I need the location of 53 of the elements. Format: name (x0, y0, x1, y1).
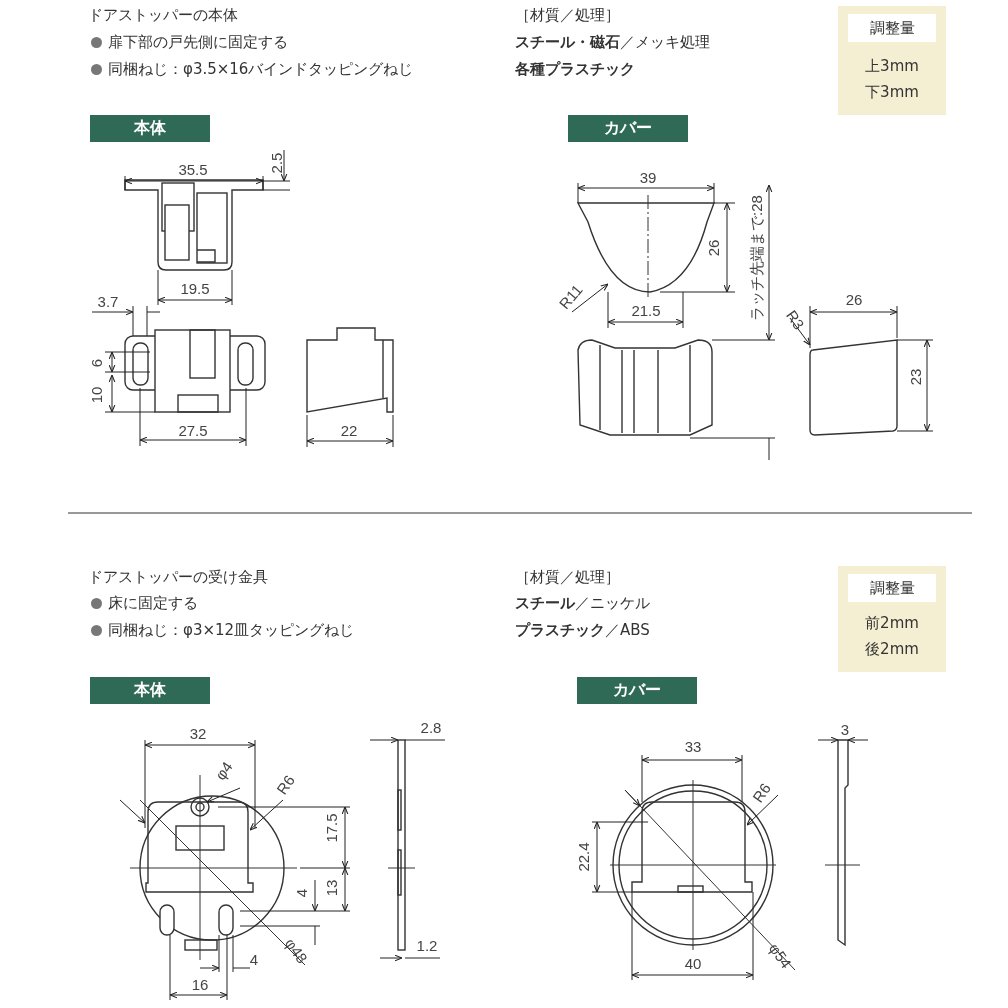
dimension-label: 32 (189, 725, 207, 743)
dimension-label: 26 (845, 291, 863, 309)
dimension-label: 35.5 (178, 161, 208, 179)
dimension-label: R3 (782, 307, 808, 333)
dimension-label: 17.5 (323, 813, 341, 843)
dimension-label: 19.5 (180, 280, 210, 298)
adjustment-panel (838, 566, 946, 672)
dimension-label: 16 (191, 976, 209, 994)
dimension-label: 3.7 (97, 293, 119, 311)
dimension-label: 13 (323, 879, 341, 897)
dimension-label: φ48 (281, 935, 311, 967)
dimension-label: R11 (555, 281, 587, 313)
dimension-label: 22 (340, 422, 358, 440)
dimension-label: 40 (684, 955, 702, 973)
section-tab: 本体 (90, 115, 210, 142)
bullet-text: 同梱ねじ：φ3.5×16バインドタッピングねじ (108, 60, 414, 78)
dimension-label: φ4 (211, 758, 237, 784)
dimension-label: 22.4 (575, 842, 593, 872)
dimension-label: 39 (639, 169, 657, 187)
dimension-label: φ54 (765, 940, 795, 972)
dimension-label: 3 (840, 721, 850, 739)
heading-text: ［材質／処理］ (515, 6, 620, 24)
adjustment-heading: 調整量 (848, 14, 936, 42)
dimension-label: R6 (749, 780, 775, 806)
dimension-label: 2.5 (268, 152, 286, 174)
dimension-label: 33 (684, 738, 702, 756)
dimension-label: 23 (907, 368, 925, 386)
dimension-label: ラッチ先端まで:28 (748, 195, 766, 321)
dimension-label: 27.5 (178, 422, 208, 440)
section-tab: カバー (577, 677, 697, 704)
dimension-label: 2.8 (420, 719, 442, 737)
dimension-label: 21.5 (631, 302, 661, 320)
material-text: スチール／ニッケル (515, 594, 650, 612)
dimension-label: 26 (705, 239, 723, 257)
heading-text: ドアストッパーの受け金具 (88, 568, 268, 586)
dimension-label: R6 (273, 772, 299, 798)
adjustment-panel (838, 6, 946, 115)
dimension-label: 4 (249, 951, 259, 969)
heading-text: ［材質／処理］ (515, 568, 620, 586)
bullet-text: 扉下部の戸先側に固定する (108, 33, 288, 51)
bullet-text: 同梱ねじ：φ3×12皿タッピングねじ (108, 621, 355, 639)
material-text: スチール・磁石／メッキ処理 (515, 33, 710, 51)
dimension-label: 6 (88, 358, 106, 368)
adjustment-value: 前2mm 後2mm (864, 613, 920, 660)
adjustment-heading: 調整量 (848, 574, 936, 602)
section-tab: カバー (568, 115, 688, 142)
dimension-label: 1.2 (416, 937, 438, 955)
adjustment-value: 上3mm 下3mm (864, 56, 920, 103)
bullet-text: 床に固定する (108, 594, 198, 612)
dimension-label: 4 (293, 888, 311, 898)
section-tab: 本体 (90, 677, 210, 704)
heading-text: ドアストッパーの本体 (88, 6, 238, 24)
dimension-label: 10 (88, 386, 106, 404)
